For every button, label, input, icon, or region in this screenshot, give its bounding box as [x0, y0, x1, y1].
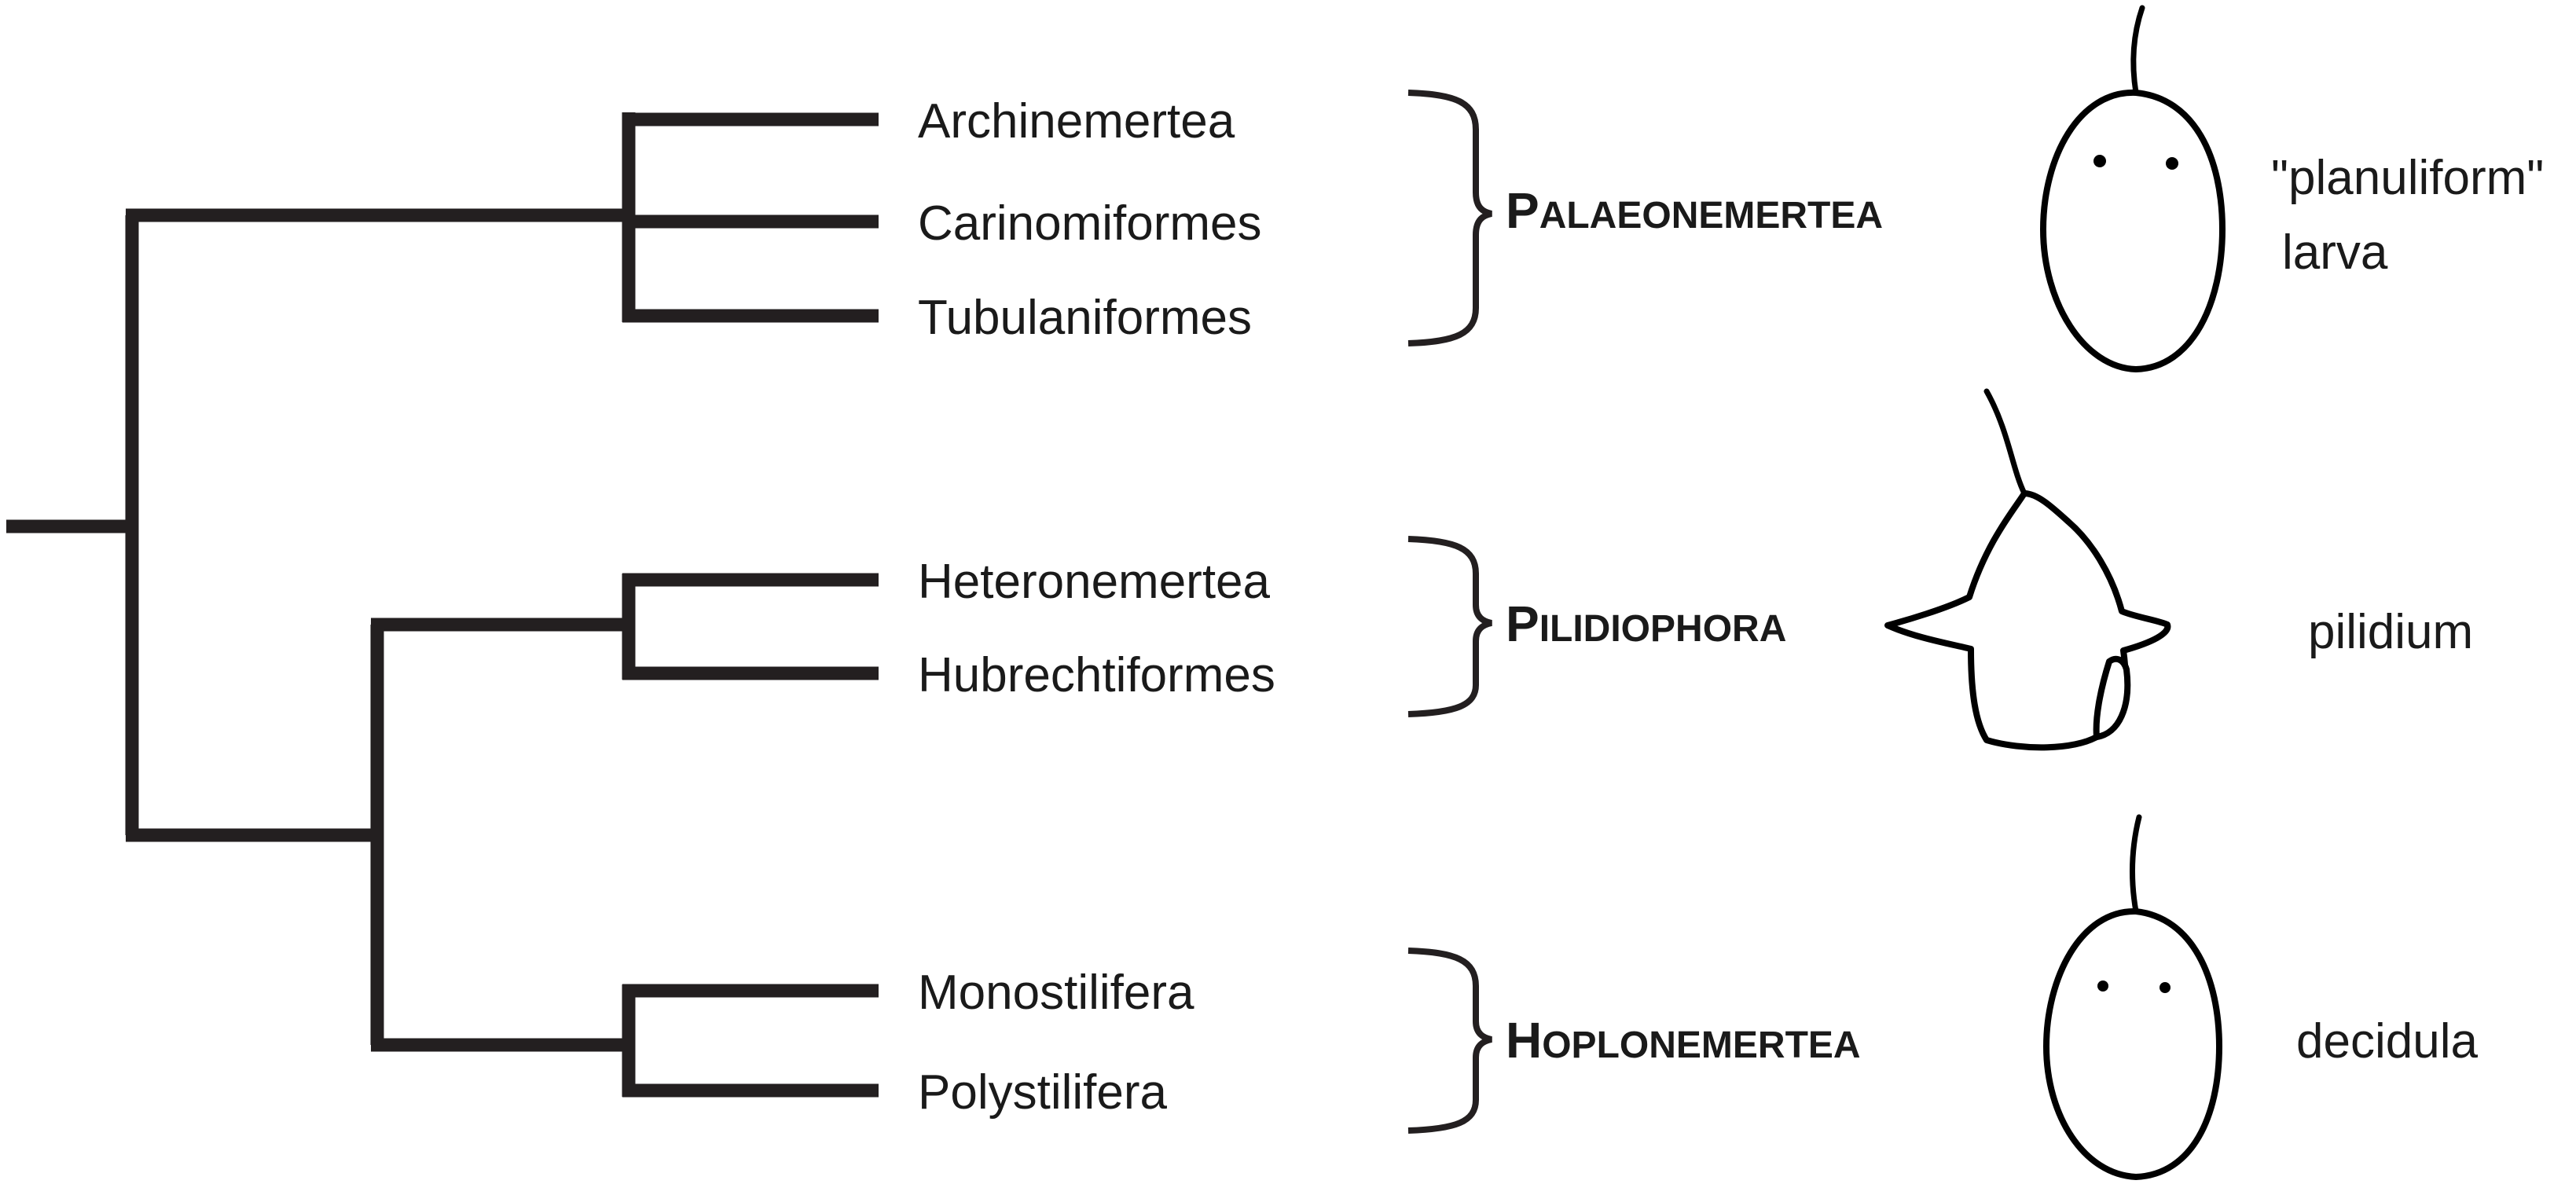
clade-label-hoplonemertea: HOPLONEMERTEA: [1506, 1012, 1861, 1069]
taxon-label-hubrechtiformes: Hubrechtiformes: [918, 648, 1275, 702]
larva-label-decidula: decidula: [2296, 1014, 2478, 1069]
clade-brackets: [1407, 90, 1492, 1134]
larva-label-pilidium: pilidium: [2308, 605, 2473, 659]
larva-label-planuliform-larva: larva: [2282, 225, 2388, 280]
larva-illustrations: [1884, 5, 2226, 1180]
larva-labels: "planuliform" larva pilidium decidula: [2271, 151, 2544, 1069]
taxon-label-archinemertea: Archinemertea: [918, 94, 1235, 148]
clade-labels: PALAEONEMERTEA PILIDIOPHORA HOPLONEMERTE…: [1506, 182, 1883, 1069]
larva-label-planuliform: "planuliform": [2271, 151, 2544, 205]
taxon-label-carinomiformes: Carinomiformes: [918, 196, 1262, 251]
clade-label-pilidiophora: PILIDIOPHORA: [1506, 596, 1786, 652]
taxon-label-monostilifera: Monostilifera: [918, 966, 1194, 1020]
taxon-label-polystilifera: Polystilifera: [918, 1065, 1168, 1120]
bracket-hoplonemertea: [1407, 948, 1492, 1134]
phylogenetic-tree: [6, 112, 879, 1098]
taxon-labels: Archinemertea Carinomiformes Tubulanifor…: [918, 94, 1275, 1120]
taxon-label-tubulaniformes: Tubulaniformes: [918, 291, 1252, 345]
bracket-palaeonemertea: [1407, 90, 1492, 346]
decidula-larva-drawing: [2043, 814, 2222, 1180]
pilidium-larva-drawing: [1884, 388, 2171, 751]
taxon-label-heteronemertea: Heteronemertea: [918, 555, 1271, 609]
clade-label-palaeonemertea: PALAEONEMERTEA: [1506, 182, 1883, 239]
planuliform-larva-drawing: [2040, 5, 2226, 372]
bracket-pilidiophora: [1407, 536, 1492, 717]
